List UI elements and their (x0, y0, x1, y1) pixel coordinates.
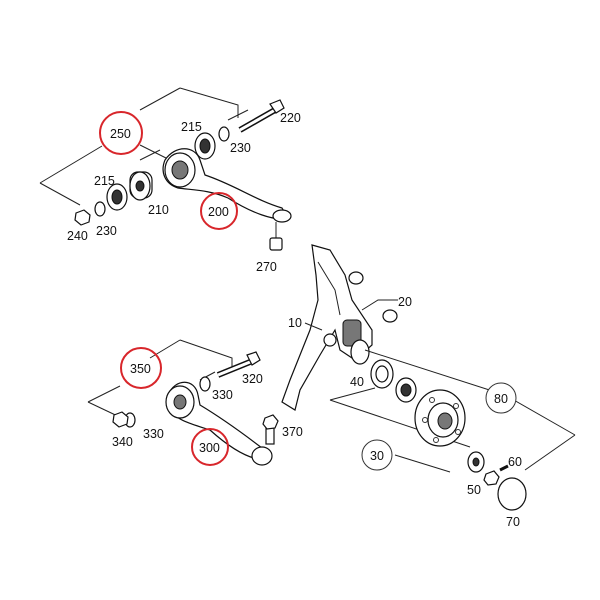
label-250: 250 (110, 127, 131, 141)
callout-250[interactable] (99, 111, 143, 155)
lower-arm-group (87, 339, 279, 466)
nut-340 (112, 411, 129, 428)
seal-40 (370, 359, 394, 389)
label-215-upper: 215 (181, 120, 202, 134)
bushing-215-upper (194, 132, 216, 160)
label-230-upper: 230 (230, 141, 251, 155)
label-40: 40 (350, 375, 364, 389)
steering-knuckle-10 (281, 244, 373, 411)
label-300: 300 (199, 441, 220, 455)
bolt-220 (238, 99, 285, 133)
label-210: 210 (148, 203, 169, 217)
label-220: 220 (280, 111, 301, 125)
callout-300[interactable] (191, 428, 229, 466)
label-20: 20 (398, 295, 412, 309)
control-arm-300 (165, 381, 273, 466)
control-arm-200 (162, 148, 292, 223)
callout-200[interactable] (200, 192, 238, 230)
leader-250 (179, 87, 239, 118)
bushing-210 (129, 171, 153, 201)
callout-30[interactable] (361, 439, 393, 471)
bolt-320 (216, 351, 261, 378)
washer-230-upper (218, 126, 230, 142)
washer-20 (361, 299, 398, 323)
bearing-50 (467, 451, 485, 473)
label-80: 80 (494, 392, 508, 406)
label-70: 70 (506, 515, 520, 529)
label-230-lower: 230 (96, 224, 117, 238)
label-30: 30 (370, 449, 384, 463)
bushing-215-lower (106, 183, 128, 211)
wheel-hub-80 (414, 389, 466, 447)
cap-70 (497, 477, 527, 511)
label-60: 60 (508, 455, 522, 469)
callout-350[interactable] (120, 347, 162, 389)
nut-240 (74, 209, 91, 226)
nut-60 (483, 464, 509, 486)
callout-80[interactable] (485, 382, 517, 414)
label-10: 10 (288, 316, 302, 330)
wheel-bearing (395, 377, 417, 403)
label-350: 350 (130, 362, 151, 376)
label-270: 270 (256, 260, 277, 274)
washer-230-lower (94, 201, 106, 217)
label-340: 340 (112, 435, 133, 449)
label-330-upper: 330 (212, 388, 233, 402)
label-320: 320 (242, 372, 263, 386)
label-240: 240 (67, 229, 88, 243)
label-200: 200 (208, 205, 229, 219)
label-215-lower: 215 (94, 174, 115, 188)
nut-270 (269, 222, 283, 251)
hub-group (329, 349, 576, 511)
washer-330-upper (199, 376, 211, 392)
label-330-lower: 330 (143, 427, 164, 441)
label-370: 370 (282, 425, 303, 439)
label-50: 50 (467, 483, 481, 497)
stud-370 (262, 414, 279, 445)
upper-arm-group (39, 87, 292, 251)
